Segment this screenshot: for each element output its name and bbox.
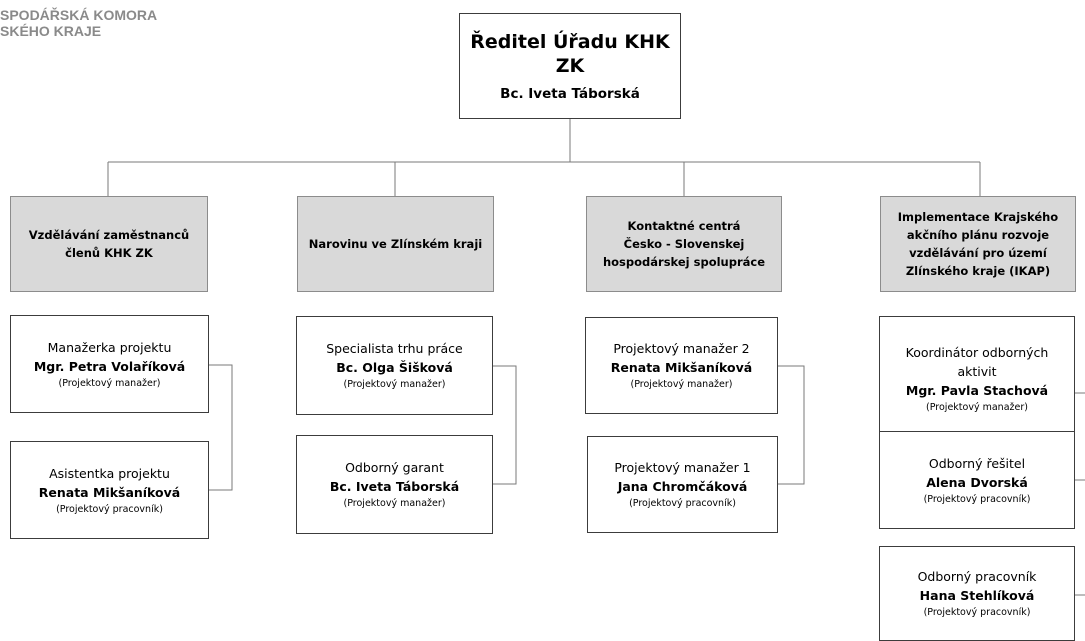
staff-box-1-1: Manažerka projektu Mgr. Petra Volaříková… — [10, 315, 209, 413]
project-title-3: Kontaktné centrá Česko - Slovenskej hosp… — [602, 219, 766, 269]
staff-name: Jana Chromčáková — [617, 479, 748, 494]
staff-box-1-2: Asistentka projektu Renata Mikšaníková (… — [10, 441, 209, 539]
staff-type: (Projektový pracovník) — [56, 503, 163, 515]
organization-name-line-2: SKÉHO KRAJE — [0, 23, 102, 39]
staff-name: Bc. Iveta Táborská — [329, 479, 460, 494]
staff-type: (Projektový manažer) — [343, 498, 446, 509]
director-name: Bc. Iveta Táborská — [500, 86, 640, 102]
staff-name: Mgr. Petra Volaříková — [33, 358, 186, 374]
staff-name: Bc. Olga Šišková — [336, 360, 453, 375]
staff-name: Hana Stehlíková — [919, 588, 1035, 603]
director-box: Ředitel Úřadu KHK ZK Bc. Iveta Táborská — [459, 13, 681, 119]
staff-role: Odborný řešitel — [928, 455, 1026, 471]
staff-type: (Projektový manažer) — [926, 401, 1028, 413]
staff-name: Renata Mikšaníková — [610, 360, 753, 375]
project-box-2: Narovinu ve Zlínském kraji — [297, 196, 494, 292]
staff-bracket-2 — [493, 365, 517, 485]
project-box-3: Kontaktné centrá Česko - Slovenskej hosp… — [586, 196, 782, 292]
staff-type: (Projektový manažer) — [630, 379, 733, 390]
staff-role: Projektový manažer 2 — [613, 341, 750, 356]
project-title-4: Implementace Krajského akčního plánu roz… — [897, 210, 1059, 278]
staff-type: (Projektový manažer) — [58, 377, 161, 389]
staff-box-2-2: Odborný garant Bc. Iveta Táborská (Proje… — [296, 435, 493, 534]
staff-box-2-1: Specialista trhu práce Bc. Olga Šišková … — [296, 316, 493, 415]
organization-name-line-1: SPODÁŘSKÁ KOMORA — [0, 7, 158, 23]
project-title-1: Vzdělávání zaměstnanců členů KHK ZK — [28, 228, 190, 260]
project-title-2: Narovinu ve Zlínském kraji — [308, 237, 483, 251]
staff-role: Specialista trhu práce — [326, 341, 463, 356]
organization-logo: SPODÁŘSKÁ KOMORA SKÉHO KRAJE — [0, 7, 157, 39]
staff-box-4-3: Odborný pracovník Hana Stehlíková (Proje… — [879, 546, 1075, 641]
staff-role: Projektový manažer 1 — [614, 460, 751, 475]
staff-name: Mgr. Pavla Stachová — [905, 382, 1049, 398]
staff-type: (Projektový pracovník) — [629, 498, 736, 509]
staff-role: Odborný garant — [345, 460, 444, 475]
staff-role: Odborný pracovník — [917, 569, 1037, 584]
staff-box-3-2: Projektový manažer 1 Jana Chromčáková (P… — [587, 436, 778, 533]
staff-box-4-2: Odborný řešitel Alena Dvorská (Projektov… — [879, 431, 1075, 529]
staff-box-4-1: Koordinátor odborných aktivit Mgr. Pavla… — [879, 316, 1075, 441]
staff-bracket-3 — [778, 365, 805, 485]
staff-bracket-1 — [209, 364, 233, 491]
staff-role: Manažerka projektu — [47, 339, 172, 355]
staff-type: (Projektový pracovník) — [923, 607, 1031, 618]
director-title: Ředitel Úřadu KHK ZK — [470, 31, 670, 77]
staff-type: (Projektový manažer) — [343, 379, 446, 390]
staff-type: (Projektový pracovník) — [923, 493, 1031, 505]
staff-role: Asistentka projektu — [49, 465, 170, 481]
staff-box-3-1: Projektový manažer 2 Renata Mikšaníková … — [585, 317, 778, 414]
staff-role: Koordinátor odborných aktivit — [905, 344, 1049, 379]
staff-name: Renata Mikšaníková — [38, 484, 181, 500]
project-box-1: Vzdělávání zaměstnanců členů KHK ZK — [10, 196, 208, 292]
project-box-4: Implementace Krajského akčního plánu roz… — [880, 196, 1076, 292]
staff-name: Alena Dvorská — [926, 474, 1028, 490]
